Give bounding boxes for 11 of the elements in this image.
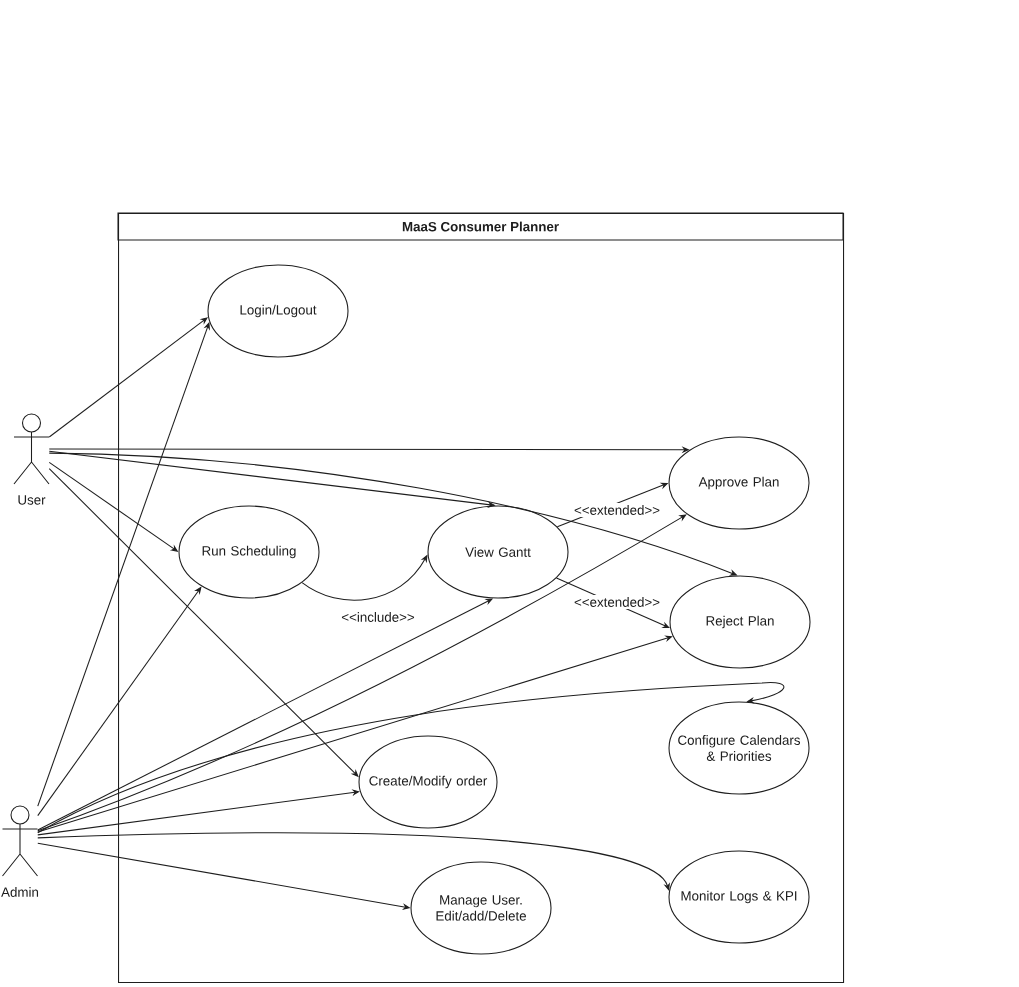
arrow — [37, 789, 360, 836]
arrow — [37, 832, 670, 891]
edge-label: <<extended>> — [572, 595, 662, 609]
edge-label: <<include>> — [339, 610, 417, 624]
edge-label: <<extended>> — [572, 503, 662, 517]
actor-name: User — [18, 495, 46, 505]
title-bar: MaaS Consumer Planner — [117, 212, 844, 241]
actor-name: Admin — [1, 887, 38, 897]
arrow — [37, 514, 687, 832]
arrow — [37, 682, 785, 834]
arrow — [37, 635, 673, 833]
